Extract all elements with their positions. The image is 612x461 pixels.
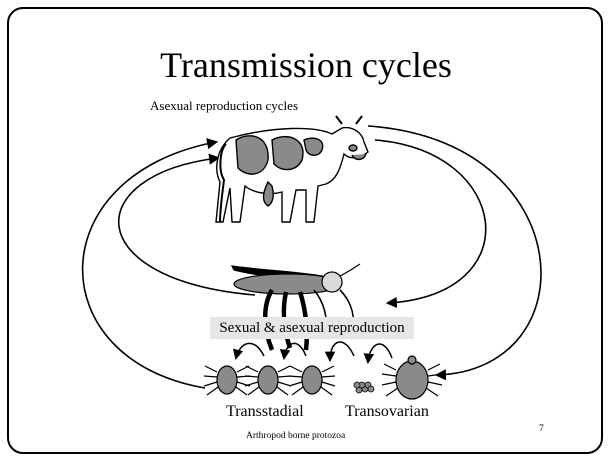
sexual-reproduction-label: Sexual & asexual reproduction [210, 317, 414, 339]
engorged-tick-icon [382, 356, 442, 399]
stage-arrow-3 [330, 342, 354, 360]
stage-arrow-1 [236, 343, 264, 358]
tick-eggs-icon [354, 382, 374, 393]
tick-icon [204, 366, 250, 395]
tick-icon [289, 366, 335, 395]
cow-icon [216, 116, 368, 222]
cycle-arrow-inner-right [375, 140, 486, 303]
tick-icon [245, 366, 291, 395]
slide-title: Transmission cycles [0, 44, 612, 86]
transovarian-label: Transovarian [345, 403, 429, 421]
asexual-cycle-label: Asexual reproduction cycles [150, 98, 298, 114]
stage-arrow-4 [368, 344, 392, 362]
transstadial-label: Transstadial [226, 403, 304, 421]
slide-footer: Arthropod borne protozoa [246, 431, 345, 441]
page-number: 7 [539, 424, 544, 434]
